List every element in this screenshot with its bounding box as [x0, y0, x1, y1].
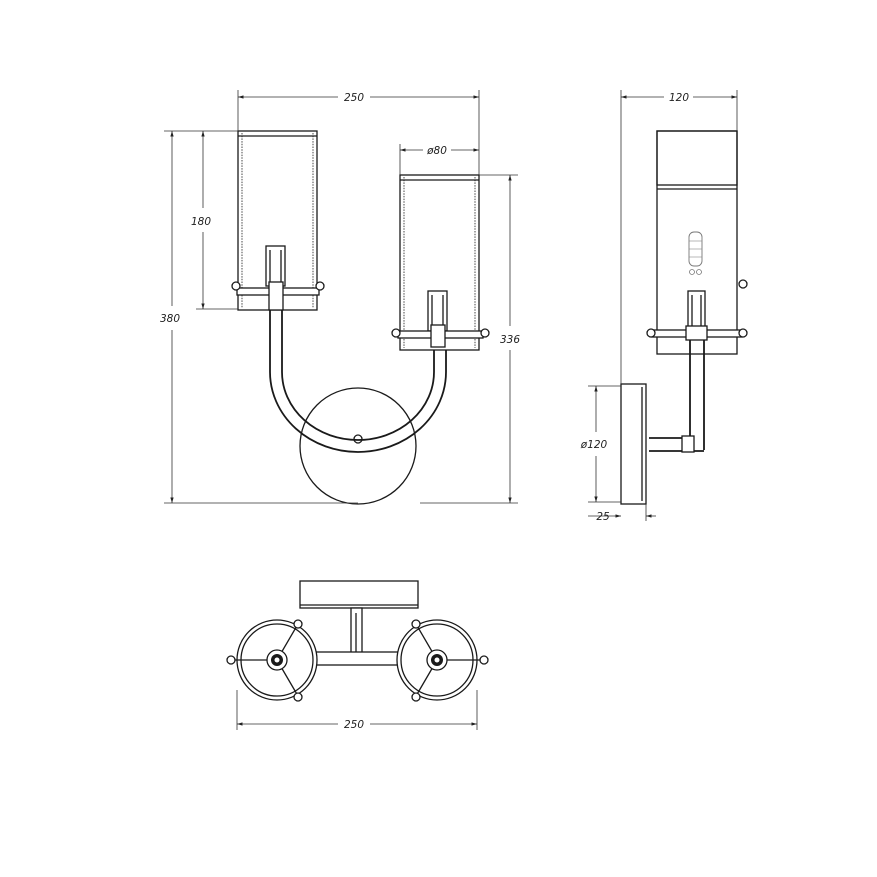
- front-u-arm-outer: [269, 308, 447, 453]
- top-width-label: 250: [344, 719, 364, 731]
- front-overall-height-label: 380: [160, 313, 180, 325]
- front-width-label: 250: [344, 92, 364, 104]
- front-left-shade: [231, 130, 325, 311]
- front-shade-height-label: 180: [191, 216, 211, 228]
- side-width-label: 120: [669, 92, 689, 104]
- front-view: 250 ø80 380 180 336: [160, 90, 520, 505]
- side-bulb-icon: [688, 231, 703, 275]
- front-diameter-label: ø80: [426, 145, 447, 157]
- side-plate-diameter-label: ø120: [580, 439, 608, 451]
- top-right-shade: [396, 619, 489, 702]
- side-view: 120 ø120 25: [580, 90, 748, 523]
- top-left-shade: [226, 619, 318, 702]
- front-plate-nut: [353, 434, 363, 444]
- front-right-shade: [391, 174, 490, 351]
- front-u-arm-inner: [281, 308, 435, 441]
- top-wall-plate: [299, 580, 419, 609]
- top-view: 250: [226, 580, 489, 731]
- side-plate-depth-label: 25: [596, 511, 610, 523]
- front-right-height-label: 336: [500, 334, 520, 346]
- front-wall-plate: [299, 387, 417, 505]
